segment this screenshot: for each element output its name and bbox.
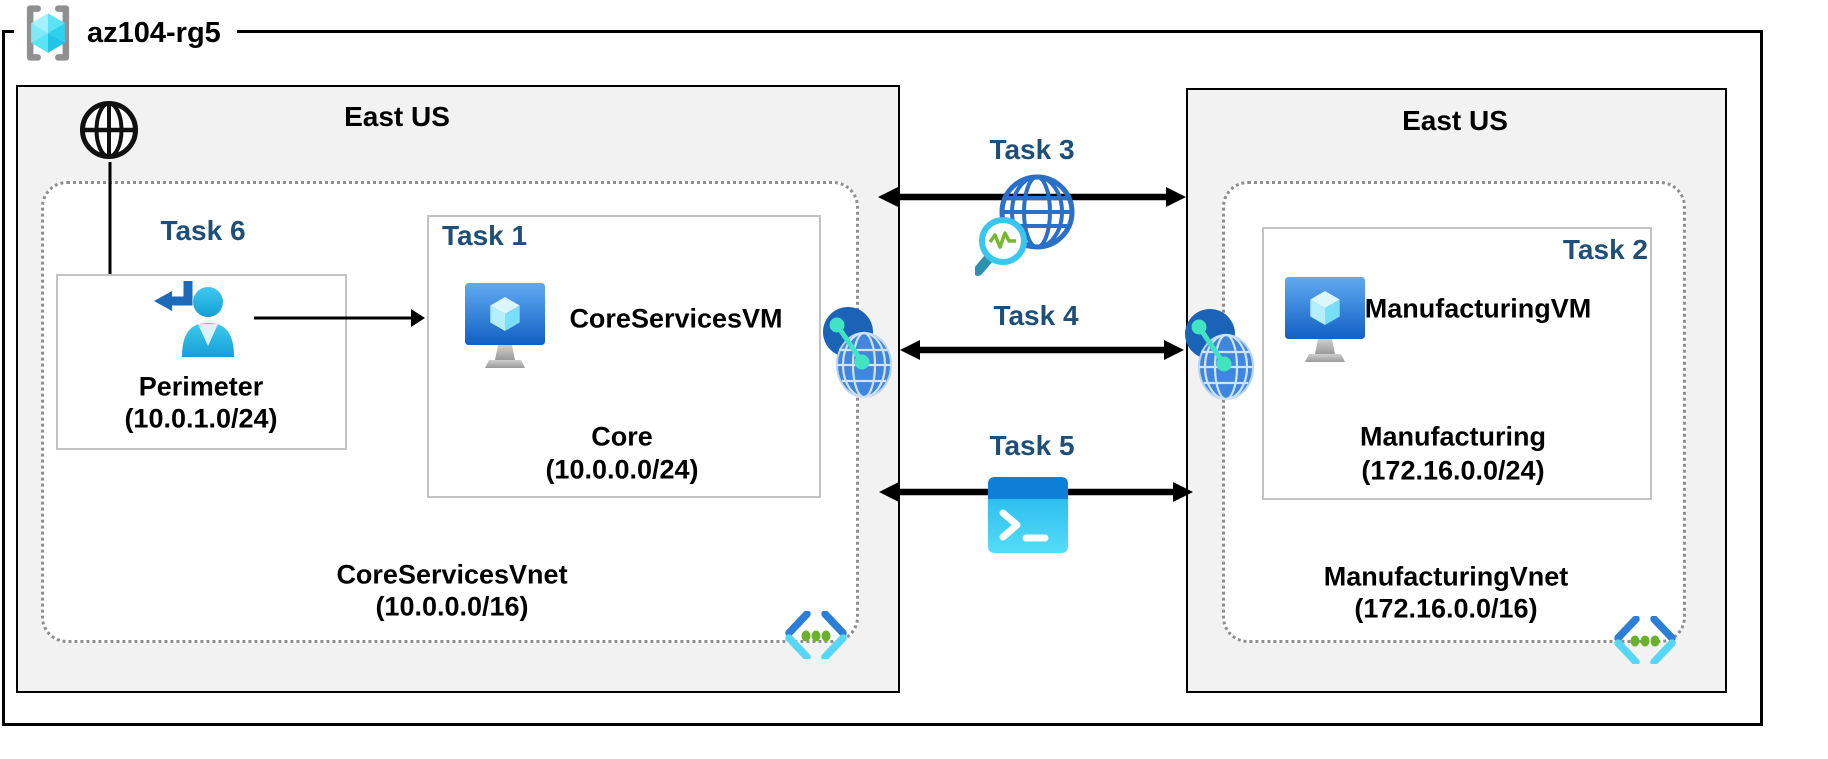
perimeter-subnet-cidr: (10.0.1.0/24) bbox=[124, 403, 278, 434]
right-region-name: East US bbox=[1402, 105, 1508, 136]
manufacturing-vnet-cidr: (172.16.0.0/16) bbox=[1354, 593, 1538, 624]
perimeter-subnet-name: Perimeter bbox=[138, 371, 264, 402]
task5-label: Task 5 bbox=[989, 430, 1075, 461]
vnet-peering-icon-right bbox=[1184, 307, 1256, 403]
core-subnet-cidr: (10.0.0.0/24) bbox=[545, 454, 699, 485]
arrow-perimeter-to-core bbox=[254, 308, 426, 328]
task2-label: Task 2 bbox=[1562, 234, 1648, 265]
core-services-vm-name: CoreServicesVM bbox=[569, 303, 783, 334]
sign-in-user-icon bbox=[150, 277, 242, 361]
manufacturing-subnet-cidr: (172.16.0.0/24) bbox=[1361, 455, 1545, 486]
internet-icon bbox=[79, 100, 139, 160]
virtual-network-icon-left bbox=[784, 611, 848, 659]
task1-label: Task 1 bbox=[442, 220, 528, 251]
manufacturing-subnet-name: Manufacturing bbox=[1360, 421, 1546, 452]
arrow-task4-peering-link bbox=[899, 338, 1185, 362]
task3-label: Task 3 bbox=[989, 134, 1075, 165]
resource-group-label: az104-rg5 bbox=[14, 2, 237, 64]
task1-core-subnet-box bbox=[427, 215, 821, 498]
core-subnet-name: Core bbox=[591, 421, 653, 452]
vnet-peering-icon-left bbox=[822, 305, 894, 401]
manufacturing-vm-name: ManufacturingVM bbox=[1364, 293, 1592, 324]
task4-label: Task 4 bbox=[993, 300, 1079, 331]
left-region-name: East US bbox=[344, 101, 450, 132]
core-services-vm-icon bbox=[464, 282, 546, 382]
manufacturing-vm-icon bbox=[1284, 276, 1366, 376]
network-watcher-icon bbox=[975, 170, 1087, 285]
virtual-network-icon-right bbox=[1613, 616, 1677, 664]
core-services-vnet-name: CoreServicesVnet bbox=[336, 559, 568, 590]
task6-label: Task 6 bbox=[160, 215, 246, 246]
manufacturing-vnet-name: ManufacturingVnet bbox=[1323, 561, 1569, 592]
resource-group-icon bbox=[18, 3, 78, 63]
task2-manufacturing-subnet-box bbox=[1262, 227, 1652, 500]
resource-group-name: az104-rg5 bbox=[87, 16, 221, 49]
cloud-shell-icon bbox=[988, 477, 1068, 553]
core-services-vnet-cidr: (10.0.0.0/16) bbox=[375, 591, 529, 622]
